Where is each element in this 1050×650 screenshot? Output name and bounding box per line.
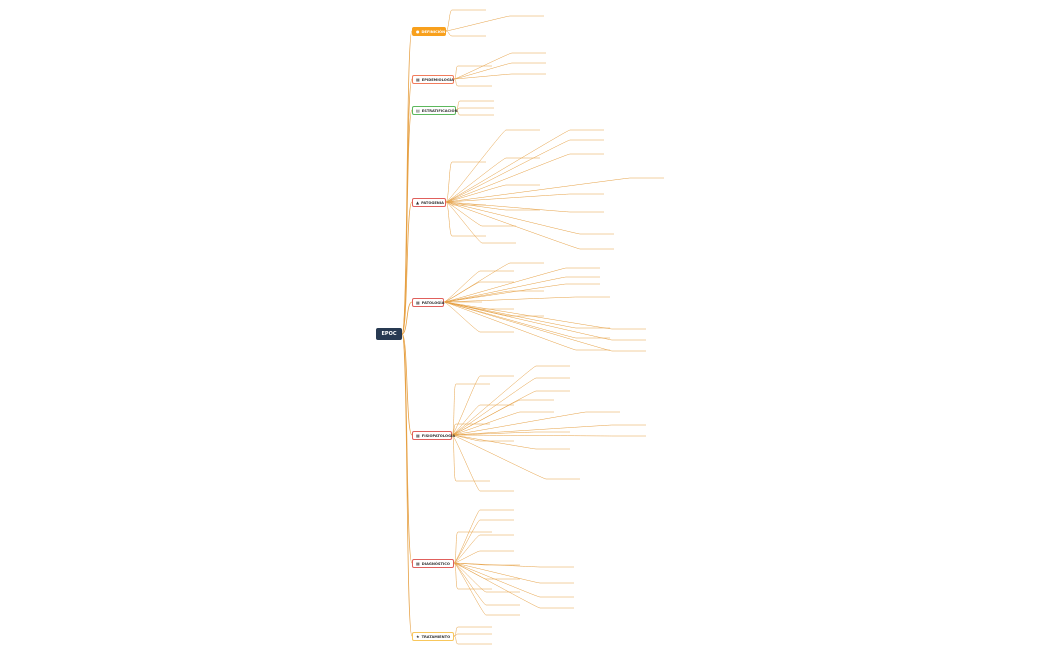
leaf-connector xyxy=(453,534,514,564)
leaf-connector xyxy=(445,177,664,203)
leaf-connector xyxy=(453,65,492,80)
leaf-connector xyxy=(451,390,570,436)
leaf-connector xyxy=(453,562,492,590)
leaf-connector xyxy=(455,109,494,116)
leaf-connector xyxy=(451,383,490,436)
leaf-connector xyxy=(451,365,570,436)
leaf-connector xyxy=(451,434,646,437)
leaf-connector xyxy=(453,52,546,80)
leaf-connector xyxy=(445,193,604,203)
branch-patologia[interactable]: ▦PATOLOGÍA xyxy=(412,298,444,307)
branch-epidemiologia[interactable]: ▦EPIDEMIOLOGÍA xyxy=(412,75,454,84)
leaf-connector xyxy=(453,562,520,616)
leaf-connector xyxy=(445,139,604,203)
leaf-connector xyxy=(453,635,492,645)
leaf-connector xyxy=(445,201,614,235)
leaf-connector xyxy=(443,283,600,303)
grid-icon: ▦ xyxy=(416,433,420,438)
leaf-connector xyxy=(443,301,514,333)
leaf-connector xyxy=(451,411,554,436)
layers-icon: ▤ xyxy=(416,108,420,113)
leaf-connector xyxy=(453,531,492,564)
leaf-connector xyxy=(443,296,610,303)
leaf-connector xyxy=(453,562,574,598)
star-icon: ★ xyxy=(416,634,420,639)
grid-icon: ▦ xyxy=(416,77,420,82)
grid-icon: ▦ xyxy=(416,300,420,305)
leaf-connector xyxy=(443,301,646,352)
leaf-connector xyxy=(451,434,514,492)
leaf-connector xyxy=(443,276,600,303)
leaf-connector xyxy=(453,626,492,637)
leaf-connector xyxy=(445,30,486,37)
leaf-connector xyxy=(451,434,490,482)
leaf-connector xyxy=(445,201,604,213)
root-node[interactable]: EPOC xyxy=(376,328,402,340)
leaf-connector xyxy=(443,301,646,330)
leaf-connector xyxy=(451,377,570,436)
leaf-connector xyxy=(445,201,614,250)
leaf-connector xyxy=(443,301,646,341)
leaf-connector xyxy=(443,267,600,303)
leaf-connector xyxy=(451,434,570,450)
leaf-connector xyxy=(445,201,516,227)
leaf-connector xyxy=(445,15,544,32)
leaf-connector xyxy=(453,562,574,568)
leaf-connector xyxy=(451,424,646,436)
branch-estratificacion[interactable]: ▤ESTRATIFICACIÓN xyxy=(412,106,458,115)
leaf-connector xyxy=(451,399,554,436)
leaf-connector xyxy=(453,562,574,584)
leaf-connector xyxy=(453,550,514,564)
lightbulb-icon: ● xyxy=(416,29,420,34)
connector-line xyxy=(401,333,413,436)
leaf-connector xyxy=(445,129,540,203)
flask-icon: ▲ xyxy=(416,200,420,205)
leaf-connector xyxy=(445,201,516,244)
leaf-connector xyxy=(453,78,492,87)
branch-diagnostico[interactable]: ▦DIAGNÓSTICO xyxy=(412,559,454,568)
branch-definicion[interactable]: ●DEFINICIÓN xyxy=(412,27,446,36)
leaf-connector xyxy=(451,434,580,480)
leaf-connector xyxy=(443,301,610,351)
leaf-connector xyxy=(455,100,494,111)
leaf-connector xyxy=(453,509,514,564)
leaf-connector xyxy=(453,633,492,637)
branch-tratamiento[interactable]: ★TRATAMIENTO xyxy=(412,632,454,641)
leaf-connector xyxy=(453,562,574,609)
leaf-connector xyxy=(443,262,544,303)
leaf-connector xyxy=(453,562,520,593)
leaf-connector xyxy=(445,9,486,32)
leaf-connector xyxy=(453,62,546,80)
leaf-connector xyxy=(455,107,494,111)
leaf-connector xyxy=(453,519,514,564)
leaf-connector xyxy=(443,270,514,303)
leaf-connector xyxy=(445,153,604,203)
connector-line xyxy=(401,109,413,335)
connector-line xyxy=(401,333,413,564)
leaf-connector xyxy=(445,201,486,237)
leaf-connector xyxy=(453,73,546,80)
leaf-connector xyxy=(445,184,540,203)
leaf-connector xyxy=(445,161,486,203)
branch-fisiopatologia[interactable]: ▦FISIOPATOLOGÍA xyxy=(412,431,455,440)
leaf-connector xyxy=(451,411,620,436)
leaf-connector xyxy=(445,129,604,203)
grid-icon: ▦ xyxy=(416,561,420,566)
connector-line xyxy=(401,201,413,335)
connector-line xyxy=(401,333,413,637)
leaf-connector xyxy=(451,375,514,436)
leaf-connector xyxy=(453,562,520,606)
leaf-connector xyxy=(451,431,570,436)
connector-line xyxy=(401,301,413,335)
branch-patogenia[interactable]: ▲PATOGENIA xyxy=(412,198,446,207)
